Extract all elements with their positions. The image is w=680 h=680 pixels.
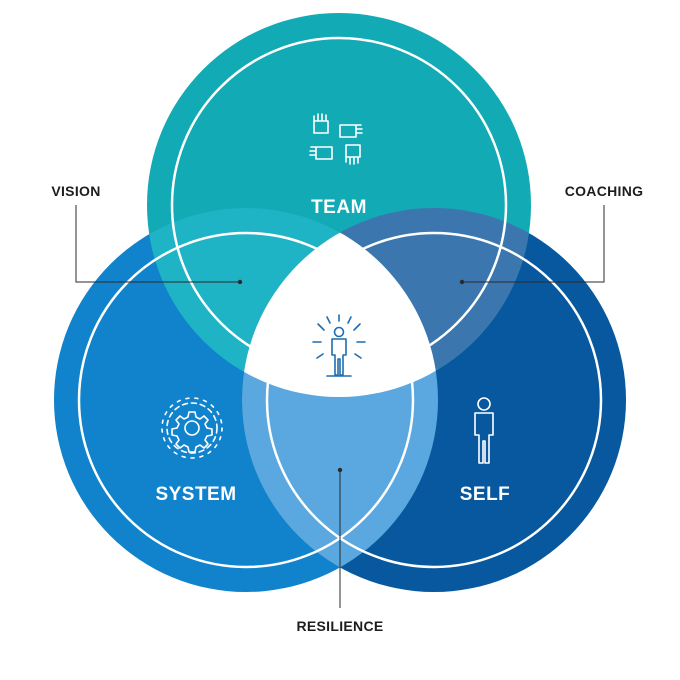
resilience-label: RESILIENCE	[296, 618, 383, 634]
center-overlap	[242, 208, 438, 397]
coaching-dot	[459, 279, 465, 285]
self-label: SELF	[460, 484, 511, 505]
team-ring	[170, 36, 508, 374]
system-label: SYSTEM	[155, 484, 236, 505]
hands-together-icon	[309, 113, 363, 165]
person-icon	[474, 397, 494, 464]
coaching-leader	[462, 205, 605, 283]
vision-leader	[75, 205, 240, 283]
resilience-dot	[337, 467, 343, 473]
gear-icon	[161, 397, 223, 459]
vision-label: VISION	[51, 183, 100, 199]
team-label: TEAM	[311, 197, 367, 218]
system-ring	[77, 231, 415, 569]
radiant-person-icon	[312, 314, 366, 377]
vision-dot	[237, 279, 243, 285]
coaching-label: COACHING	[565, 183, 644, 199]
self-ring	[265, 231, 603, 569]
